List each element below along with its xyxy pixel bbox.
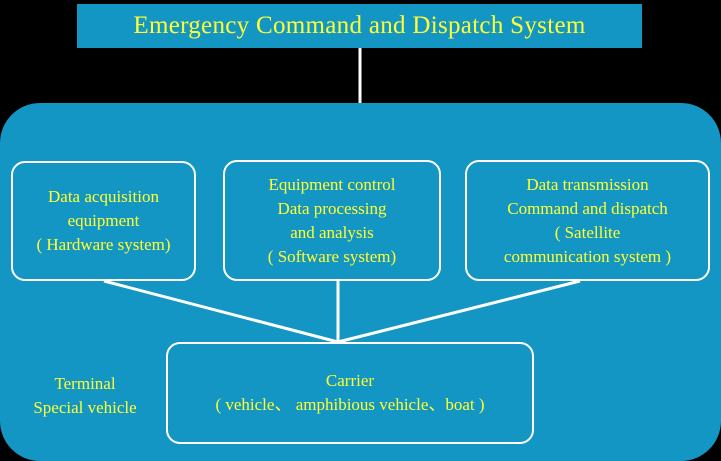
software-line-2: Data processing	[277, 198, 387, 218]
terminal-line-1: Terminal	[54, 374, 116, 393]
transmission-line-4: communication system )	[503, 246, 672, 266]
hardware-line-1: Data acquisition	[48, 187, 159, 206]
hardware-connector	[103, 279, 339, 344]
transmission-connector	[337, 279, 581, 344]
carrier-line-2: ( vehicle、 amphibious vehicle、boat )	[215, 395, 485, 414]
software-line-4: ( Software system)	[267, 246, 397, 266]
software-line-1: Equipment control	[268, 174, 396, 194]
transmission-line-3: ( Satellite	[554, 222, 621, 242]
transmission-line-1: Data transmission	[526, 174, 649, 194]
hardware-line-3: ( Hardware system)	[36, 235, 171, 254]
transmission-line-2: Command and dispatch	[507, 198, 668, 218]
software-system-box: Equipment control Data processing and an…	[223, 160, 441, 281]
transmission-system-box: Data transmission Command and dispatch (…	[465, 160, 710, 281]
carrier-box: Carrier ( vehicle、 amphibious vehicle、bo…	[166, 342, 534, 444]
hardware-line-2: equipment	[67, 211, 140, 230]
software-line-3: and analysis	[290, 222, 374, 242]
hardware-system-box: Data acquisition equipment ( Hardware sy…	[11, 161, 196, 281]
terminal-label: Terminal Special vehicle	[8, 372, 162, 420]
system-title: Emergency Command and Dispatch System	[77, 4, 642, 48]
terminal-line-2: Special vehicle	[33, 398, 137, 417]
carrier-line-1: Carrier	[325, 371, 375, 390]
